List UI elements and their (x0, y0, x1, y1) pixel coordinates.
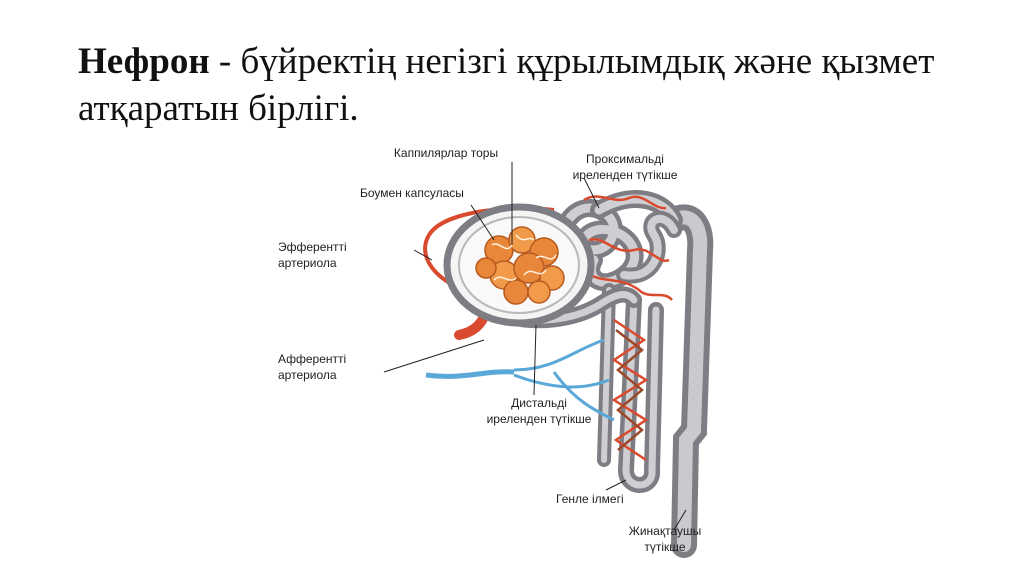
title-definition: - бүйректің негізгі құрылымдық және қызм… (78, 41, 935, 129)
henle-loop (597, 283, 664, 493)
label-henle-loop: Генле ілмегі (556, 492, 624, 506)
label-afferent-arteriole-line2: артериола (278, 368, 337, 382)
renal-vein (420, 301, 515, 399)
leader-lines (383, 162, 687, 531)
slide-title: Нефрон - бүйректің негізгі құрылымдық жә… (78, 38, 978, 132)
collecting-duct (661, 204, 714, 558)
glomerulus (475, 226, 565, 305)
label-distal-tubule-line1: Дистальді (511, 396, 567, 410)
peritubular-capillaries (513, 195, 673, 462)
label-distal-tubule-line2: иреленден түтікше (486, 412, 592, 426)
label-efferent-arteriole-line1: Эфферентті (278, 240, 347, 254)
label-bowman-capsule: Боумен капсуласы (360, 186, 464, 200)
label-proximal-tubule-line2: иреленден түтікше (572, 168, 678, 182)
title-term: Нефрон (78, 41, 210, 82)
label-afferent-arteriole-line1: Афферентті (278, 352, 347, 366)
label-collecting-duct-line2: түтікше (644, 540, 686, 554)
label-proximal-tubule-line1: Проксимальді (586, 152, 664, 166)
label-collecting-duct-line1: Жинақтаушы (628, 524, 702, 538)
label-efferent-arteriole-line2: артериола (278, 256, 337, 270)
nephron-figure: Каппилярлар торы Боумен капсуласы Эффере… (254, 140, 820, 560)
nephron-illustration (383, 162, 714, 558)
label-capillary-network: Каппилярлар торы (393, 146, 499, 160)
